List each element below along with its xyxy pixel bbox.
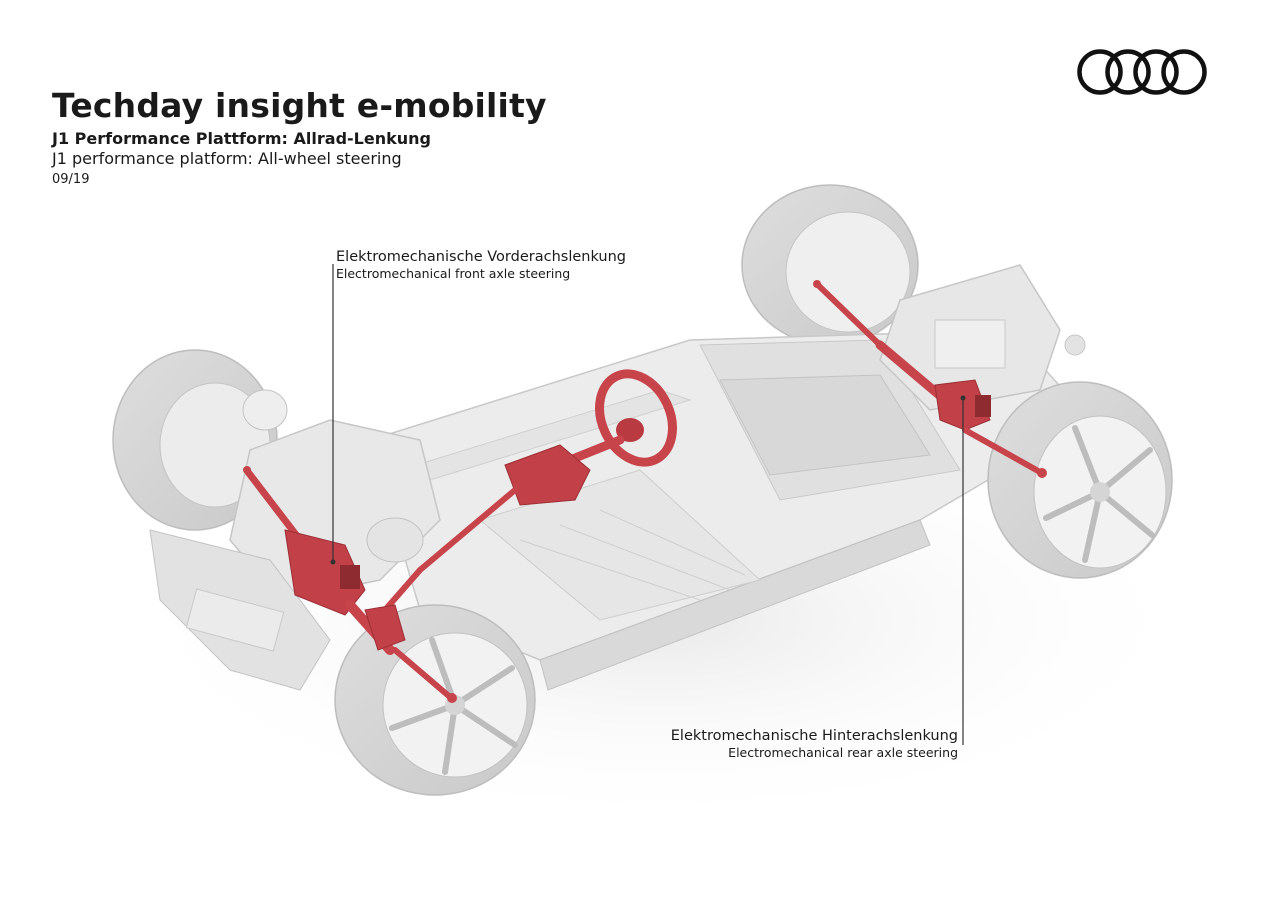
front-left-wheel [112, 349, 278, 531]
subtitle-english: J1 performance platform: All-wheel steer… [52, 149, 402, 168]
rear-axle-steering-callout: Elektromechanische Hinterachslenkung Ele… [671, 728, 958, 760]
rear-left-wheel [741, 184, 919, 346]
audi-four-rings-logo [1077, 49, 1207, 95]
front-electric-motor [149, 389, 441, 691]
rear-callout-label-en: Electromechanical rear axle steering [728, 745, 958, 760]
steering-column [382, 435, 625, 613]
subtitle-german: J1 Performance Plattform: Allrad-Lenkung [52, 129, 431, 148]
steering-wheel [595, 369, 677, 467]
front-right-wheel [334, 604, 536, 796]
rear-electric-motor [879, 264, 1086, 411]
front-callout-label-en: Electromechanical front axle steering [336, 266, 571, 281]
front-axle-steering-callout: Elektromechanische Vorderachslenkung Ele… [336, 249, 626, 281]
page-title: Techday insight e-mobility [52, 86, 547, 125]
front-axle-steering-rack [243, 466, 457, 703]
battery-platform [369, 329, 1092, 691]
date-label: 09/19 [52, 172, 90, 187]
rear-right-wheel [987, 381, 1173, 579]
front-callout-label-de: Elektromechanische Vorderachslenkung [336, 249, 626, 265]
rear-callout-label-de: Elektromechanische Hinterachslenkung [670, 728, 958, 744]
